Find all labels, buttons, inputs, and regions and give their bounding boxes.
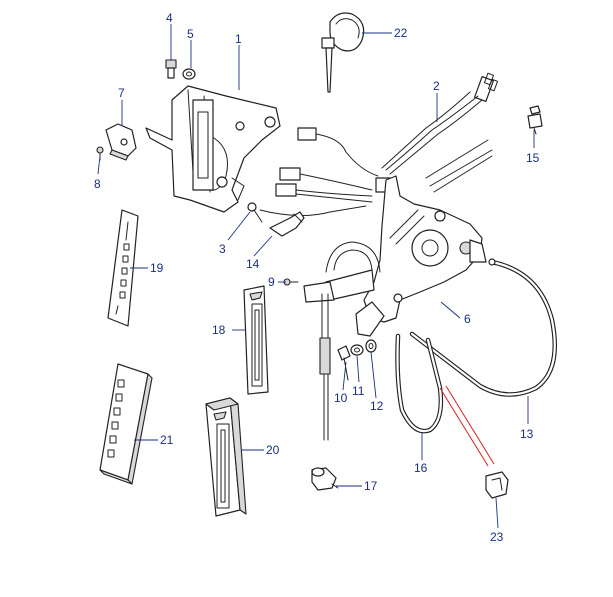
part-19-gaiter-panel [107, 209, 139, 327]
rod [319, 293, 331, 441]
callout-5: 5 [187, 27, 194, 41]
part-13-cable [409, 258, 557, 397]
part-12-nut [365, 339, 377, 353]
part-17-switch [311, 467, 339, 491]
part-14-clip [269, 211, 305, 237]
part-21-gaiter-block [99, 363, 153, 485]
red-leader-lines [439, 385, 495, 467]
part-20-gaiter-block [205, 397, 247, 517]
callout-7: 7 [118, 86, 125, 100]
leader-lines [97, 24, 535, 529]
callout-labels: 1 2 3 4 5 6 7 8 9 10 11 12 13 14 15 16 1… [94, 11, 540, 544]
part-9-screw [283, 278, 299, 286]
part-4-bolt [165, 59, 177, 79]
part-2-harness [259, 72, 499, 217]
callout-21: 21 [160, 433, 174, 447]
callout-17: 17 [364, 479, 378, 493]
callout-15: 15 [526, 151, 540, 165]
part-18-gaiter-panel [243, 285, 269, 395]
callout-16: 16 [414, 461, 428, 475]
callout-11: 11 [352, 384, 365, 398]
callout-4: 4 [166, 11, 173, 25]
callout-13: 13 [520, 427, 534, 441]
callout-8: 8 [94, 177, 101, 191]
callout-22: 22 [394, 26, 408, 40]
callout-3: 3 [219, 242, 226, 256]
callout-14: 14 [246, 257, 260, 271]
callout-19: 19 [150, 261, 164, 275]
callout-6: 6 [464, 312, 471, 326]
part-15-clip [527, 105, 543, 135]
part-22-cable-tie [321, 12, 365, 93]
callout-9: 9 [268, 275, 275, 289]
part-6-lever-assembly [303, 175, 487, 337]
callout-10: 10 [334, 391, 348, 405]
part-1-bracket [145, 85, 281, 213]
callout-18: 18 [212, 323, 226, 337]
part-5-washer [182, 68, 196, 80]
callout-2: 2 [433, 79, 440, 93]
callout-20: 20 [266, 443, 280, 457]
part-23-clip [485, 471, 509, 499]
callout-12: 12 [370, 399, 384, 413]
callout-1: 1 [235, 32, 242, 46]
part-10-bolt [337, 345, 351, 381]
part-16-cable [395, 333, 444, 434]
part-11-washer [350, 344, 364, 356]
part-3-pin [247, 202, 263, 223]
part-7-clip [105, 123, 137, 161]
callout-23: 23 [490, 530, 504, 544]
